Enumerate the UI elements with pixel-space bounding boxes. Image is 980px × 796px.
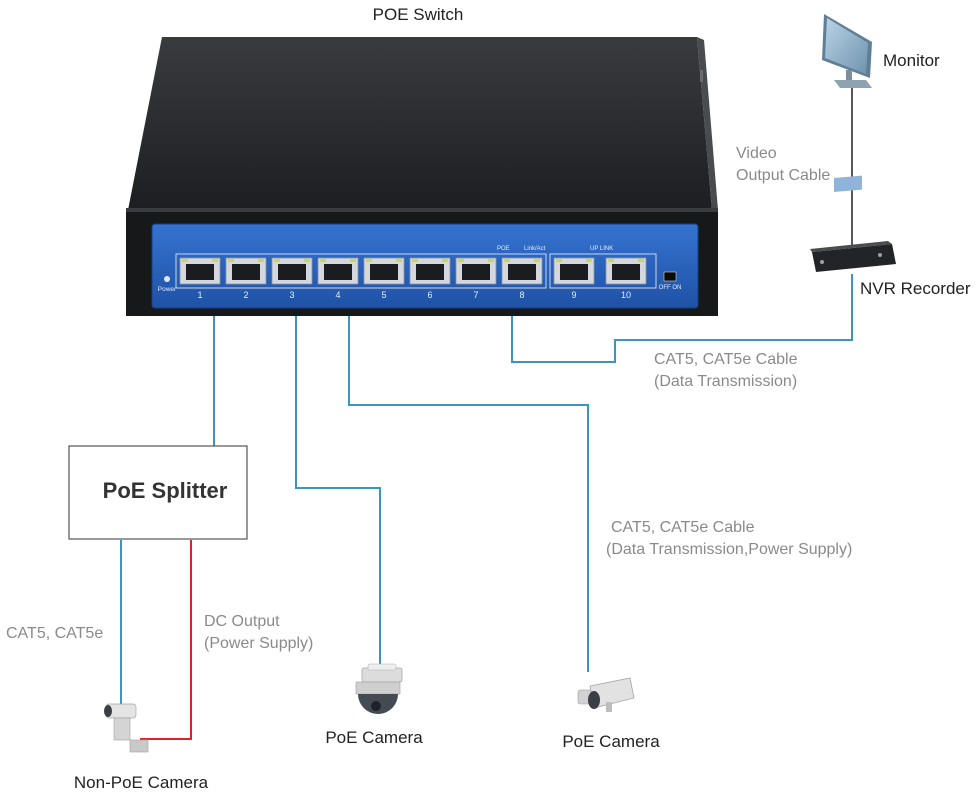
ethernet-port-5: 5: [363, 257, 405, 300]
monitor-label: Monitor: [883, 51, 940, 70]
port-socket: [560, 264, 588, 280]
port-led-icon: [212, 259, 218, 262]
poe-splitter-box: [68, 445, 248, 540]
port-number-label: 1: [197, 290, 202, 300]
port-number-label: 8: [519, 290, 524, 300]
poe-cable-label-line-1: CAT5, CAT5e Cable: [611, 519, 755, 536]
data-cable-label-line-1: CAT5, CAT5e Cable: [654, 351, 798, 368]
switch-front-highlight: [126, 208, 718, 212]
poe-camera-2-label: PoE Camera: [562, 732, 660, 751]
video-cable-label: Video Output Cable: [736, 145, 830, 184]
port-led-icon: [556, 259, 562, 262]
poe-switch: Power POE Link/Act UP LINK 1 2 3 4 5 6 7 8 9 10 O…: [126, 37, 718, 316]
poe-splitter-label: PoE Splitter: [103, 478, 228, 503]
video-cable-label-line-1: Video: [736, 145, 777, 162]
port-socket: [232, 264, 260, 280]
port-number-label: 5: [381, 290, 386, 300]
port-socket: [612, 264, 640, 280]
port-led-icon: [586, 259, 592, 262]
dc-output-label: DC Output (Power Supply): [204, 613, 313, 652]
ethernet-port-8: 8: [501, 257, 543, 300]
port-led-icon: [258, 259, 264, 262]
port-number-label: 7: [473, 290, 478, 300]
port-socket: [508, 264, 536, 280]
data-cable-label-line-2: (Data Transmission): [654, 373, 797, 390]
port-number-label: 4: [335, 290, 340, 300]
port-led-icon: [608, 259, 614, 262]
port-socket: [416, 264, 444, 280]
port-led-icon: [396, 259, 402, 262]
non-poe-camera-icon: [104, 703, 149, 753]
non-poe-camera-label: Non-PoE Camera: [74, 773, 209, 792]
port-led-icon: [638, 259, 644, 262]
power-switch: [663, 271, 677, 282]
data-cable-label: CAT5, CAT5e Cable (Data Transmission): [654, 351, 802, 390]
ethernet-ports: 1 2 3 4 5 6 7 8 9 10: [179, 257, 647, 300]
switch-title: POE Switch: [373, 5, 464, 24]
dc-output-label-line-2: (Power Supply): [204, 635, 313, 652]
cable-port3-to-poe-camera-1: [295, 286, 381, 668]
video-cable-label-line-2: Output Cable: [736, 167, 830, 184]
cable-dc-output: [140, 540, 192, 740]
poe-camera-1-label: PoE Camera: [325, 728, 423, 747]
power-led-icon: [164, 276, 170, 282]
port-led-icon: [504, 259, 510, 262]
power-switch-label: OFF ON: [659, 285, 682, 291]
port-number-label: 2: [243, 290, 248, 300]
cables: [120, 84, 853, 740]
port-led-icon: [228, 259, 234, 262]
dc-output-label-line-1: DC Output: [204, 613, 280, 630]
port-socket: [462, 264, 490, 280]
uplink-port-group: [549, 253, 657, 289]
cable-port4-to-poe-camera-2: [348, 286, 589, 672]
port-led-icon: [488, 259, 494, 262]
ethernet-port-2: 2: [225, 257, 267, 300]
port-led-icon: [534, 259, 540, 262]
port-socket: [278, 264, 306, 280]
port-number-label: 3: [289, 290, 294, 300]
port-socket: [186, 264, 214, 280]
port-number-label: 10: [621, 290, 631, 300]
switch-top: [128, 37, 712, 210]
ethernet-port-10: 10: [605, 257, 647, 300]
monitor-icon: [822, 14, 872, 88]
ethernet-port-1: 1: [179, 257, 221, 300]
poe-cable-label-line-2: (Data Transmission,Power Supply): [606, 541, 852, 558]
ethernet-port-4: 4: [317, 257, 359, 300]
poe-cable-label: CAT5, CAT5e Cable (Data Transmission,Pow…: [606, 519, 852, 558]
switch-side-jack: [700, 70, 703, 82]
port-led-icon: [350, 259, 356, 262]
port-socket: [370, 264, 398, 280]
port-led-icon: [412, 259, 418, 262]
ethernet-port-6: 6: [409, 257, 451, 300]
port-number-label: 9: [571, 290, 576, 300]
port-led-icon: [182, 259, 188, 262]
port-number-label: 6: [427, 290, 432, 300]
cat5-label: CAT5, CAT5e: [6, 625, 103, 642]
uplink-indicator-label: UP LINK: [590, 246, 613, 252]
nvr-recorder-label: NVR Recorder: [860, 279, 971, 298]
port-led-icon: [320, 259, 326, 262]
nvr-recorder-icon: [810, 175, 896, 272]
port-led-icon: [458, 259, 464, 262]
poe-bullet-camera-icon: [577, 677, 635, 712]
cable-port8-to-nvr: [511, 274, 853, 363]
port-socket: [324, 264, 352, 280]
power-label: Power: [158, 286, 177, 293]
port-led-icon: [442, 259, 448, 262]
port-led-icon: [366, 259, 372, 262]
poe-indicator-label: POE: [497, 246, 510, 252]
ethernet-port-9: 9: [553, 257, 595, 300]
poe-dome-camera-icon: [355, 663, 403, 714]
ethernet-port-3: 3: [271, 257, 313, 300]
ethernet-port-7: 7: [455, 257, 497, 300]
poe-port-group: [175, 253, 547, 289]
port-led-icon: [274, 259, 280, 262]
link-act-indicator-label: Link/Act: [524, 246, 546, 252]
port-led-icon: [304, 259, 310, 262]
